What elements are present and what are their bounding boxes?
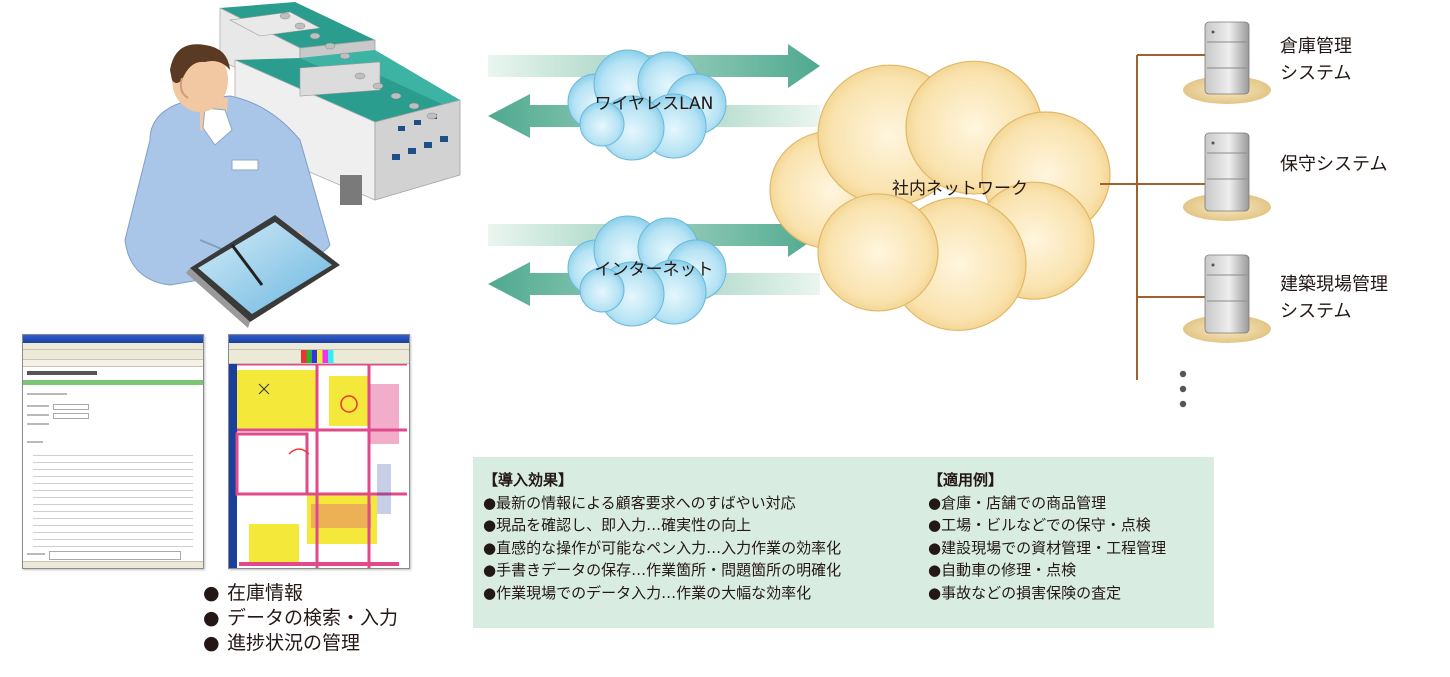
bullet: ●	[203, 632, 220, 654]
form-line	[27, 441, 43, 443]
effects-column: 【導入効果】 ●最新の情報による顧客要求へのすばやい対応 ●現品を確認し、即入力…	[483, 469, 841, 605]
floorplan-image	[229, 362, 407, 568]
form-field	[53, 413, 89, 419]
info-box: 【導入効果】 ●最新の情報による顧客要求へのすばやい対応 ●現品を確認し、即入力…	[473, 457, 1214, 628]
feature-text: 進捗状況の管理	[227, 632, 361, 654]
effects-heading: 【導入効果】	[483, 471, 574, 489]
titlebar	[23, 335, 203, 343]
bullet: ●	[203, 582, 220, 604]
form-line	[27, 423, 49, 425]
feature-text: 在庫情報	[227, 582, 304, 604]
examples-column: 【適用例】 ●倉庫・店舗での商品管理 ●工場・ビルなどでの保守・点検 ●建設現場…	[928, 469, 1166, 605]
effects-item: ●現品を確認し、即入力…確実性の向上	[483, 516, 752, 535]
server-label-line: 保守システム	[1280, 154, 1388, 175]
menubar	[229, 343, 409, 350]
address-bar	[23, 360, 203, 367]
tablet-icon	[186, 215, 340, 328]
intranet-cloud	[769, 60, 1111, 331]
form-line	[27, 405, 49, 407]
internet-label: インターネット	[594, 260, 714, 280]
form-screenshot	[22, 334, 204, 569]
titlebar	[229, 335, 409, 343]
server-icon	[1183, 21, 1271, 104]
server-label-line: 倉庫管理	[1280, 36, 1352, 57]
form-line	[27, 553, 45, 555]
wireless-lan-label: ワイヤレスLAN	[594, 94, 714, 114]
form-line	[27, 393, 67, 395]
form-title-block	[27, 371, 97, 375]
network-lines	[1100, 54, 1205, 380]
server-icon	[1183, 254, 1271, 343]
form-line	[27, 414, 49, 416]
ellipsis-icon	[1179, 370, 1187, 408]
server-label-maintenance: 保守システム	[1280, 151, 1387, 178]
color-palette-toolbar	[229, 350, 409, 364]
examples-heading: 【適用例】	[928, 471, 1004, 489]
feature-list: ● 在庫情報 ● データの検索・入力 ● 進捗状況の管理	[203, 581, 398, 656]
effects-item: ●作業現場でのデータ入力…作業の大幅な効率化	[483, 583, 812, 602]
server-icon	[1183, 132, 1271, 221]
floorplan-content	[229, 362, 409, 568]
menubar	[23, 343, 203, 350]
intranet-label: 社内ネットワーク	[892, 179, 1028, 199]
feature-text: データの検索・入力	[227, 607, 399, 629]
effects-item: ●手書きデータの保存…作業箇所・問題箇所の明確化	[483, 561, 842, 580]
examples-item: ●工場・ビルなどでの保守・点検	[928, 516, 1151, 535]
examples-item: ●倉庫・店舗での商品管理	[928, 493, 1107, 512]
statusbar	[23, 561, 203, 568]
green-bar	[23, 380, 203, 385]
bullet: ●	[203, 607, 220, 629]
floorplan-screenshot	[228, 334, 410, 569]
toolbar	[23, 350, 203, 360]
form-field	[53, 404, 89, 410]
examples-item: ●事故などの損害保険の査定	[928, 583, 1122, 602]
form-textarea	[49, 551, 181, 560]
server-label-warehouse: 倉庫管理 システム	[1280, 33, 1352, 87]
feature-item: ● 在庫情報	[203, 581, 398, 606]
server-label-line: システム	[1280, 301, 1352, 322]
server-label-line: システム	[1280, 63, 1352, 84]
form-list-rows	[33, 451, 193, 547]
effects-item: ●最新の情報による顧客要求へのすばやい対応	[483, 493, 796, 512]
examples-item: ●建設現場での資材管理・工程管理	[928, 538, 1167, 557]
feature-item: ● 進捗状況の管理	[203, 631, 398, 656]
feature-item: ● データの検索・入力	[203, 606, 398, 631]
server-label-line: 建築現場管理	[1280, 274, 1388, 295]
examples-item: ●自動車の修理・点検	[928, 561, 1077, 580]
effects-item: ●直感的な操作が可能なペン入力…入力作業の効率化	[483, 538, 842, 557]
server-label-construction: 建築現場管理 システム	[1280, 271, 1388, 325]
